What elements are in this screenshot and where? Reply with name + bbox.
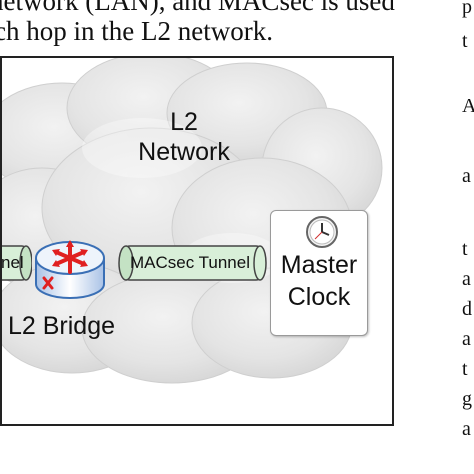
right-column-letter: t bbox=[462, 358, 468, 380]
paper-line-2: ch hop in the L2 network. bbox=[0, 16, 273, 46]
right-column-letter: t bbox=[462, 30, 468, 52]
network-title-line1: L2 bbox=[170, 108, 198, 136]
right-column-letter: a bbox=[462, 165, 471, 187]
master-label-line2: Clock bbox=[287, 283, 351, 311]
left-tunnel-label: nel bbox=[1, 253, 24, 272]
right-column-letter: t bbox=[462, 238, 468, 260]
right-column-letter: g bbox=[462, 388, 472, 410]
right-tunnel bbox=[118, 245, 267, 281]
network-title-line2: Network bbox=[138, 138, 230, 166]
master-clock-box: Master Clock bbox=[270, 210, 368, 336]
right-column-letter: d bbox=[462, 298, 472, 320]
right-column-letter: A bbox=[462, 95, 474, 117]
right-tunnel-label: MACsec Tunnel bbox=[130, 253, 250, 272]
network-diagram: L2 Network nel MACsec Tunnel bbox=[0, 56, 394, 426]
bridge-label: L2 Bridge bbox=[8, 312, 116, 340]
right-column-letter: a bbox=[462, 268, 471, 290]
router-icon bbox=[35, 240, 105, 299]
right-column-letter: a bbox=[462, 418, 471, 440]
paper-line-1: network (LAN), and MACsec is used bbox=[0, 0, 395, 16]
right-column-letter: a bbox=[462, 328, 471, 350]
left-tunnel bbox=[2, 245, 32, 281]
clock-icon bbox=[306, 216, 338, 248]
right-column-letter: p bbox=[462, 0, 472, 18]
master-label-line1: Master bbox=[280, 251, 358, 279]
